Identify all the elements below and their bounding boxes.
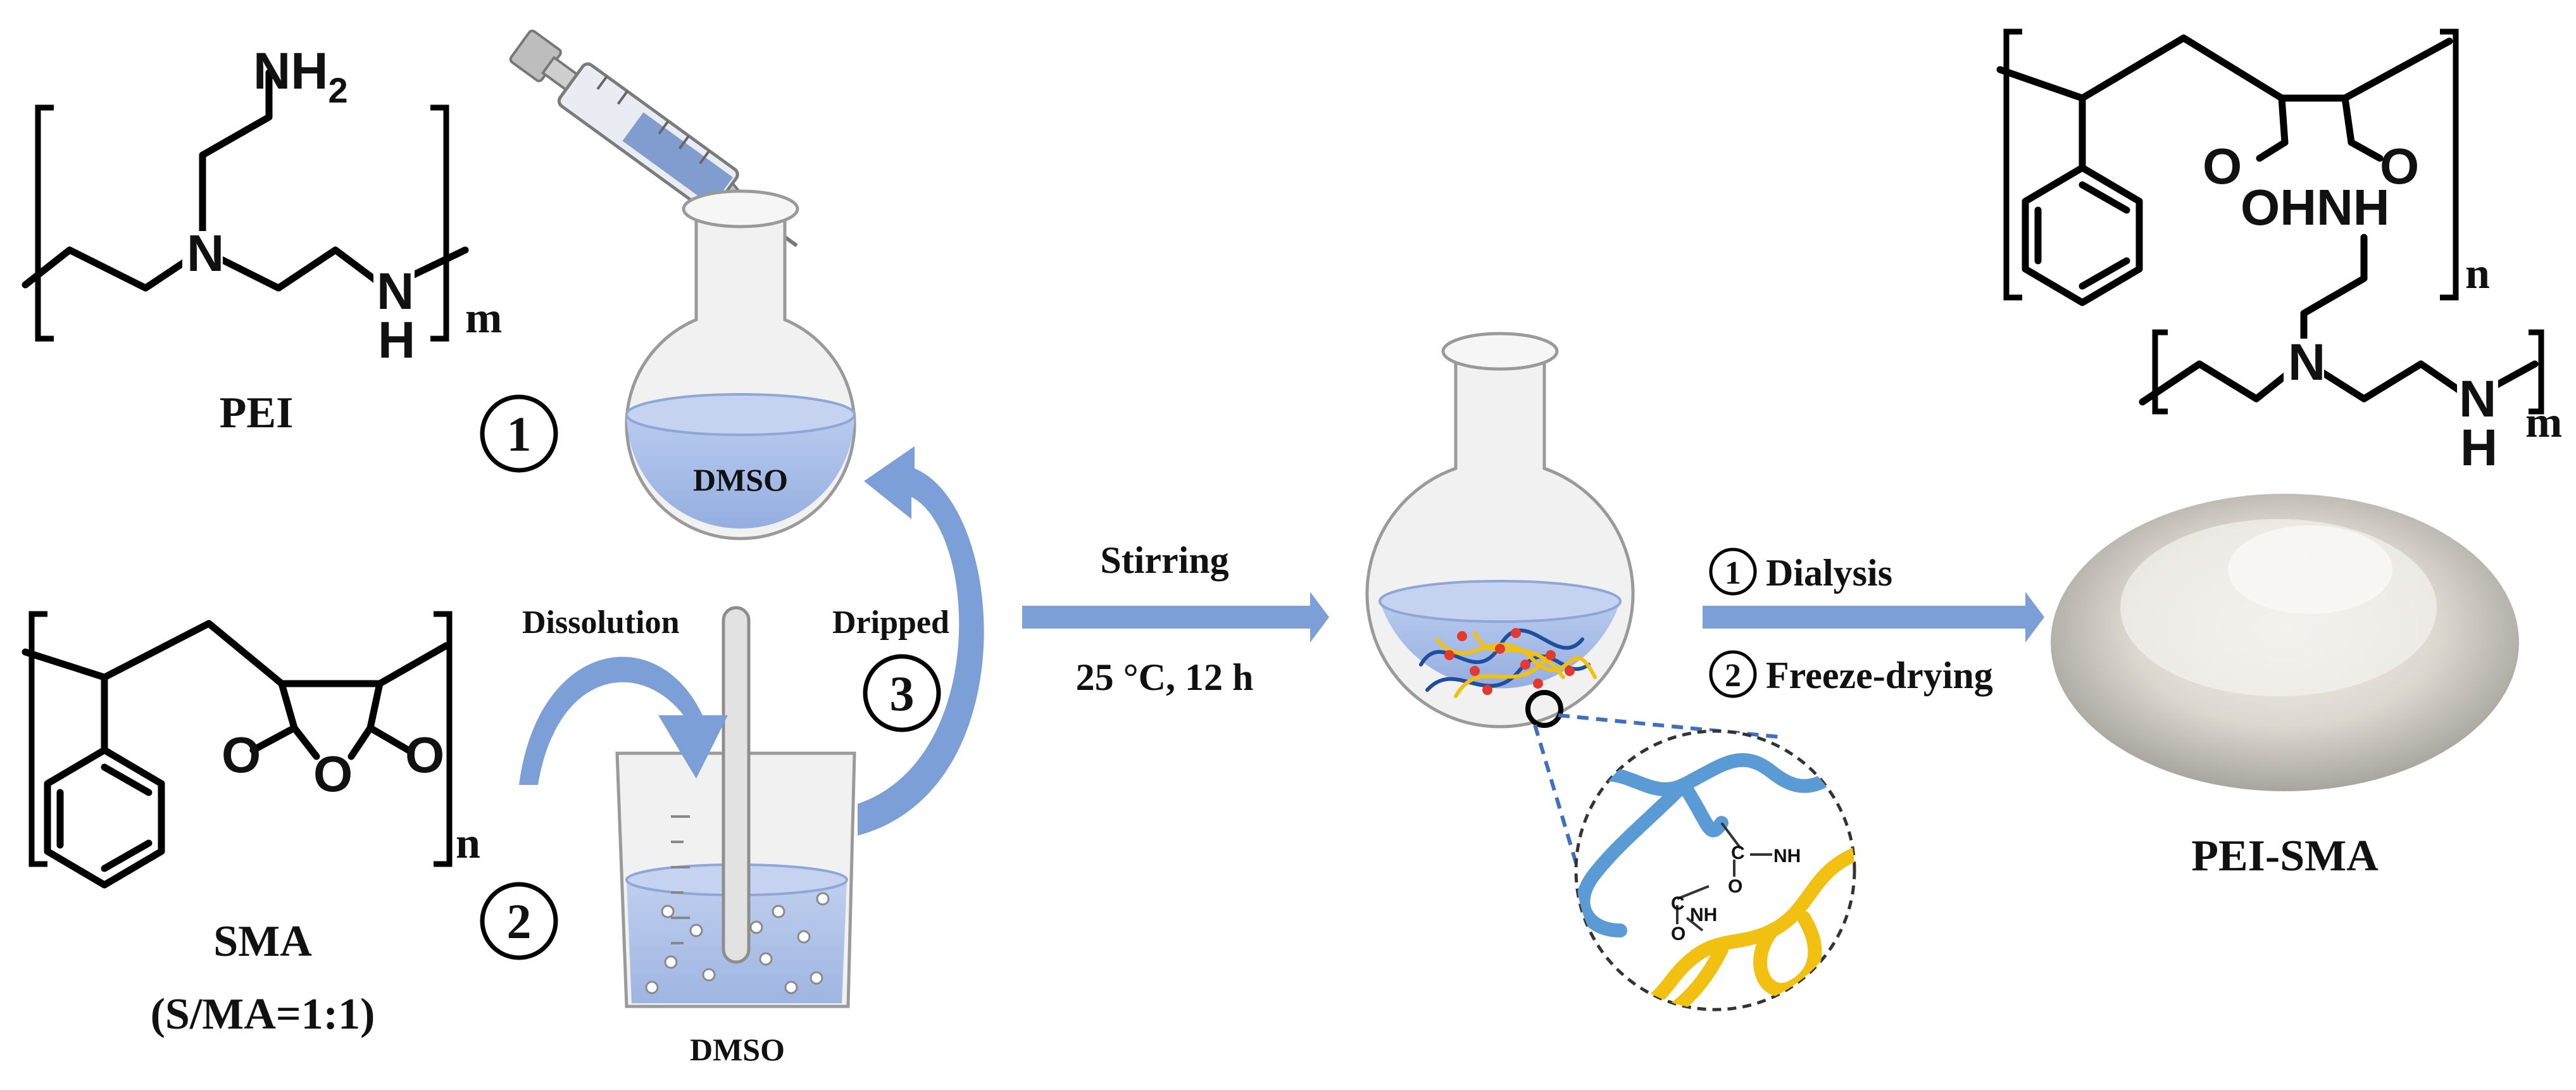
pei-repeat-m: m [465,294,502,342]
beaker-dmso-label: DMSO [690,1032,785,1067]
post-step-2-marker: 2 [1709,650,1757,698]
zoom-nh-label-2: NH [1690,905,1717,925]
pei-sma-name: PEI-SMA [2191,832,2379,880]
amide-zoom-inset: C NH O C NH O [1533,713,1856,1012]
freeze-drying-label: Freeze-drying [1766,655,1993,696]
flask-dmso-label: DMSO [693,462,788,498]
pei-structure: NH2 N N H m [22,42,502,369]
carbonyl-o-right: O [2380,138,2419,194]
reaction-flask [1365,332,1635,729]
sma-ratio: (S/MA=1:1) [151,990,375,1039]
flask-dmso: DMSO [625,189,856,541]
post-process-arrow [1703,592,2044,642]
svg-text:3: 3 [890,666,915,721]
anhydride-o-left: O [222,727,261,783]
stirring-label: Stirring [1100,539,1229,581]
sma-repeat-n: n [456,819,480,868]
beaker-dmso: DMSO [615,606,856,1067]
dripped-arrow [858,446,984,836]
svg-text:2: 2 [1725,658,1741,694]
pei-sma-repeat-n: n [2465,249,2490,298]
secondary-n-label: N [377,263,414,320]
pei-sma-secondary-h: H [2460,419,2498,477]
dissolution-arrow [519,656,728,785]
post-step-1-marker: 1 [1709,548,1757,596]
anhydride-o-right: O [405,727,444,783]
anhydride-o-ring: O [313,746,353,802]
sma-name: SMA [213,917,312,966]
zoom-nh-label-1: NH [1773,846,1801,867]
pei-sma-secondary-n: N [2459,370,2496,428]
zoom-c-label-2: C [1671,893,1685,914]
zoom-o-label-1: O [1728,876,1742,897]
stirring-arrow [1022,592,1329,642]
tertiary-n-label: N [187,225,224,282]
amine-nh2-label: NH2 [253,42,348,110]
step-1-marker: 1 [480,394,558,473]
acid-amide-label: OHNH [2241,179,2390,235]
conditions-label: 25 °C, 12 h [1076,656,1254,698]
dripped-label: Dripped [832,605,949,641]
svg-text:2: 2 [507,894,532,949]
zoom-o-label-2: O [1671,924,1685,944]
pei-name: PEI [220,389,294,437]
pei-sma-repeat-m: m [2525,398,2562,447]
svg-text:1: 1 [1725,555,1741,591]
zoom-c-label-1: C [1731,843,1745,863]
svg-text:1: 1 [507,406,532,461]
step-3-marker: 3 [863,654,941,732]
secondary-h-label: H [378,311,415,369]
step-2-marker: 2 [480,882,558,960]
dissolution-label: Dissolution [522,605,680,641]
sma-structure: O O O n [22,611,480,889]
pei-sma-tertiary-n: N [2288,334,2325,391]
powder-photo [2051,494,2519,791]
pei-sma-structure: O O OHNH N N H n m [1996,28,2562,477]
dialysis-label: Dialysis [1766,552,1892,594]
carbonyl-o-left: O [2203,138,2242,194]
